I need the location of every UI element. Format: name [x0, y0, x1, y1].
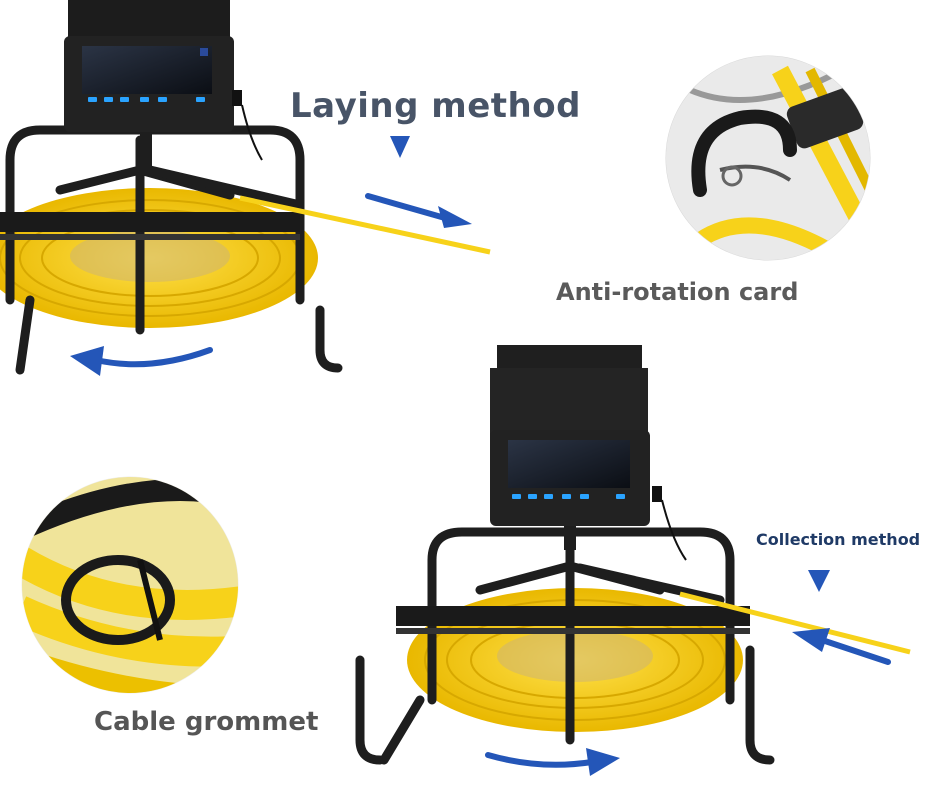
- down-arrow-icon: [808, 570, 830, 592]
- monitor-bottom: [490, 345, 662, 526]
- laying-method-label: Laying method: [290, 86, 581, 126]
- collection-unit: [355, 345, 911, 776]
- cable-grommet-closeup: [18, 473, 242, 697]
- monitor-buttons-top: [88, 97, 205, 102]
- rotation-arrow-icon: [70, 346, 213, 376]
- cable-grommet-label: Cable grommet: [94, 707, 319, 737]
- rotation-arrow-icon: [485, 748, 620, 776]
- monitor-buttons-bottom: [512, 494, 625, 499]
- direction-arrow-icon: [365, 193, 472, 228]
- anti-rotation-card-closeup: [662, 52, 874, 264]
- reel-frame-top: [5, 125, 343, 375]
- reel-frame-bottom: [355, 527, 775, 765]
- laying-unit: [0, 0, 491, 376]
- cable-strand-top: [239, 195, 491, 255]
- down-arrow-icon: [390, 136, 410, 158]
- cable-reel-top: [0, 188, 318, 328]
- collection-method-label: Collection method: [756, 530, 921, 549]
- monitor-screen-top: [82, 46, 212, 94]
- monitor-screen-bottom: [508, 440, 630, 488]
- monitor-top: [64, 0, 242, 132]
- direction-arrow-icon: [792, 628, 891, 665]
- cable-strand-bottom: [679, 591, 911, 655]
- cross-bar-top: [0, 212, 300, 232]
- anti-rotation-card-label: Anti-rotation card: [556, 278, 799, 306]
- cross-bar-bottom: [396, 606, 750, 626]
